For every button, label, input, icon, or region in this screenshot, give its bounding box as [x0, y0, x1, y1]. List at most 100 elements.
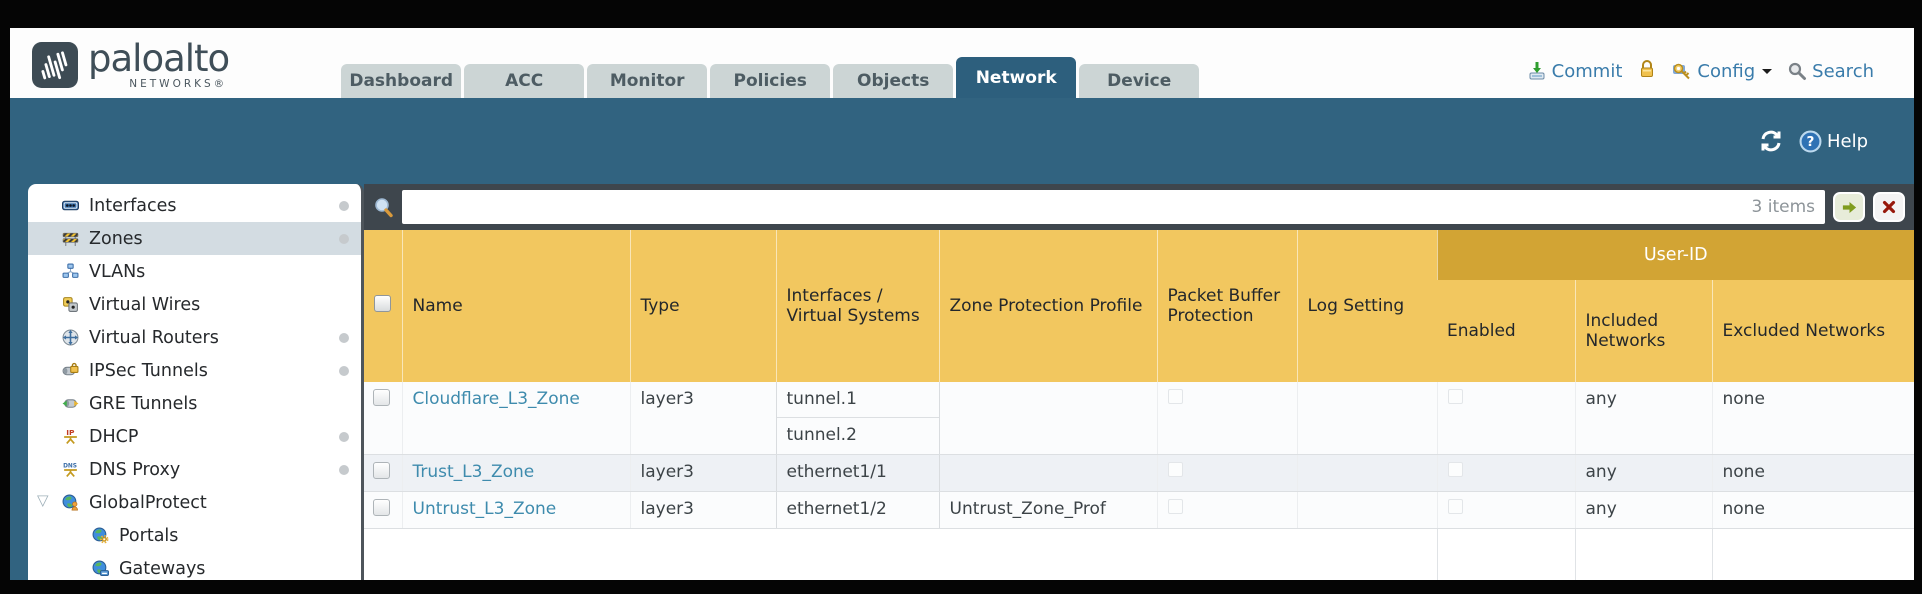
select-all-cell: [364, 230, 402, 382]
column-header-log-setting[interactable]: Log Setting: [1296, 230, 1437, 382]
interface-entry: ethernet1/1: [786, 462, 887, 482]
help-icon: ?: [1799, 130, 1822, 152]
column-header-included-networks[interactable]: Included Networks: [1574, 280, 1712, 382]
row-select-cell: [364, 454, 402, 492]
select-all-checkbox[interactable]: [374, 295, 391, 312]
sidebar-item-virtual-routers[interactable]: Virtual Routers: [28, 321, 361, 354]
column-header-enabled[interactable]: Enabled: [1437, 280, 1575, 382]
zone-protection-profile-cell: Untrust_Zone_Prof: [938, 491, 1157, 529]
refresh-icon: [1761, 130, 1781, 152]
filter-input[interactable]: 3 items: [402, 190, 1825, 224]
sidebar-item-label: IPSec Tunnels: [89, 360, 208, 381]
search-button[interactable]: Search: [1787, 61, 1874, 82]
commit-label: Commit: [1551, 60, 1623, 82]
table-filler-row: [364, 528, 1914, 580]
tab-policies[interactable]: Policies: [710, 64, 831, 98]
config-menu[interactable]: Config: [1672, 61, 1773, 82]
user-id-enabled-cell: [1436, 382, 1575, 455]
packet-buffer-protection-cell: [1156, 454, 1297, 492]
commit-button[interactable]: Commit: [1527, 60, 1623, 82]
tab-network[interactable]: Network: [956, 57, 1077, 98]
sidebar-item-label: Virtual Routers: [89, 327, 219, 348]
clear-filter-button[interactable]: [1873, 192, 1905, 222]
sidebar-item-ipsec-tunnels[interactable]: IPSec Tunnels: [28, 354, 361, 387]
chevron-down-icon: [1762, 69, 1773, 79]
user-id-enabled-checkbox[interactable]: [1447, 499, 1463, 514]
expander-icon[interactable]: ▽: [37, 491, 49, 509]
brand-subtitle: NETWORKS®: [129, 78, 228, 91]
main-panel: 3 items: [364, 184, 1914, 580]
zone-protection-profile-cell: [938, 382, 1157, 455]
zone-name-link[interactable]: Trust_L3_Zone: [412, 462, 535, 482]
tab-objects[interactable]: Objects: [833, 64, 954, 98]
tab-monitor[interactable]: Monitor: [587, 64, 708, 98]
sidebar-item-gre-tunnels[interactable]: GRE Tunnels: [28, 387, 361, 420]
filter-bar: 3 items: [364, 184, 1914, 230]
packet-buffer-protection-checkbox[interactable]: [1167, 462, 1183, 477]
log-setting-cell: [1296, 454, 1437, 492]
log-setting-cell: [1296, 382, 1437, 455]
sidebar-item-label: Zones: [89, 228, 143, 249]
help-button[interactable]: ? Help: [1799, 130, 1868, 153]
column-header-packet-buffer-protection[interactable]: Packet Buffer Protection: [1156, 230, 1297, 382]
packet-buffer-protection-checkbox[interactable]: [1167, 499, 1183, 514]
commit-icon: [1529, 62, 1545, 80]
column-header-type[interactable]: Type: [629, 230, 776, 382]
sidebar-item-label: Portals: [119, 525, 179, 546]
header-actions: Commit Config: [1527, 59, 1874, 98]
search-label: Search: [1812, 60, 1874, 82]
log-setting-cell: [1296, 491, 1437, 529]
zones-icon: [62, 230, 82, 247]
brand-logo: paloalto NETWORKS®: [32, 40, 230, 91]
ipsec-tunnels-icon: [62, 362, 82, 379]
column-header-name[interactable]: Name: [401, 230, 630, 382]
tab-device[interactable]: Device: [1079, 64, 1200, 98]
zone-protection-profile-cell: [938, 454, 1157, 492]
sidebar-item-label: DNS Proxy: [89, 459, 181, 480]
tab-dashboard[interactable]: Dashboard: [341, 64, 462, 98]
interfaces-icon: [62, 197, 82, 214]
user-id-enabled-cell: [1436, 454, 1575, 492]
zone-name-link[interactable]: Cloudflare_L3_Zone: [412, 389, 580, 409]
row-checkbox[interactable]: [373, 389, 390, 406]
row-checkbox[interactable]: [373, 462, 390, 479]
column-header-zone-protection-profile[interactable]: Zone Protection Profile: [938, 230, 1157, 382]
status-dot: [339, 431, 349, 442]
refresh-button[interactable]: [1759, 129, 1783, 153]
help-label: Help: [1826, 130, 1868, 152]
sidebar-item-label: Virtual Wires: [89, 294, 201, 315]
user-id-enabled-checkbox[interactable]: [1447, 462, 1463, 477]
tab-acc[interactable]: ACC: [464, 64, 585, 98]
column-header-excluded-networks[interactable]: Excluded Networks: [1711, 280, 1914, 382]
sidebar-item-interfaces[interactable]: Interfaces: [28, 189, 361, 222]
row-checkbox[interactable]: [373, 499, 390, 516]
svg-text:DNS: DNS: [63, 463, 77, 469]
zone-type-cell: layer3: [629, 382, 776, 455]
sidebar-item-dns-proxy[interactable]: DNS DNS Proxy: [28, 453, 361, 486]
sidebar-item-label: Interfaces: [89, 195, 177, 216]
column-group-user-id: User-ID: [1436, 230, 1914, 280]
packet-buffer-protection-checkbox[interactable]: [1167, 389, 1183, 404]
apply-filter-button[interactable]: [1833, 192, 1865, 222]
user-id-enabled-checkbox[interactable]: [1447, 389, 1463, 404]
included-networks-cell: any: [1574, 454, 1712, 492]
arrow-right-icon: [1842, 201, 1856, 213]
sidebar-item-zones[interactable]: Zones: [28, 222, 361, 255]
lock-icon[interactable]: [1637, 59, 1657, 83]
sidebar-item-virtual-wires[interactable]: Virtual Wires: [28, 288, 361, 321]
paloalto-logo-icon: [32, 42, 78, 88]
zone-name-link[interactable]: Untrust_L3_Zone: [412, 499, 557, 519]
sidebar-item-gateways[interactable]: Gateways: [28, 552, 361, 580]
sidebar-item-vlans[interactable]: VLANs: [28, 255, 361, 288]
svg-text:IP: IP: [66, 428, 75, 437]
sidebar-item-globalprotect[interactable]: ▽GlobalProtect: [28, 486, 361, 519]
sidebar-item-portals[interactable]: Portals: [28, 519, 361, 552]
column-header-interfaces-virtual-systems[interactable]: Interfaces / Virtual Systems: [775, 230, 939, 382]
excluded-networks-cell: none: [1711, 491, 1914, 529]
